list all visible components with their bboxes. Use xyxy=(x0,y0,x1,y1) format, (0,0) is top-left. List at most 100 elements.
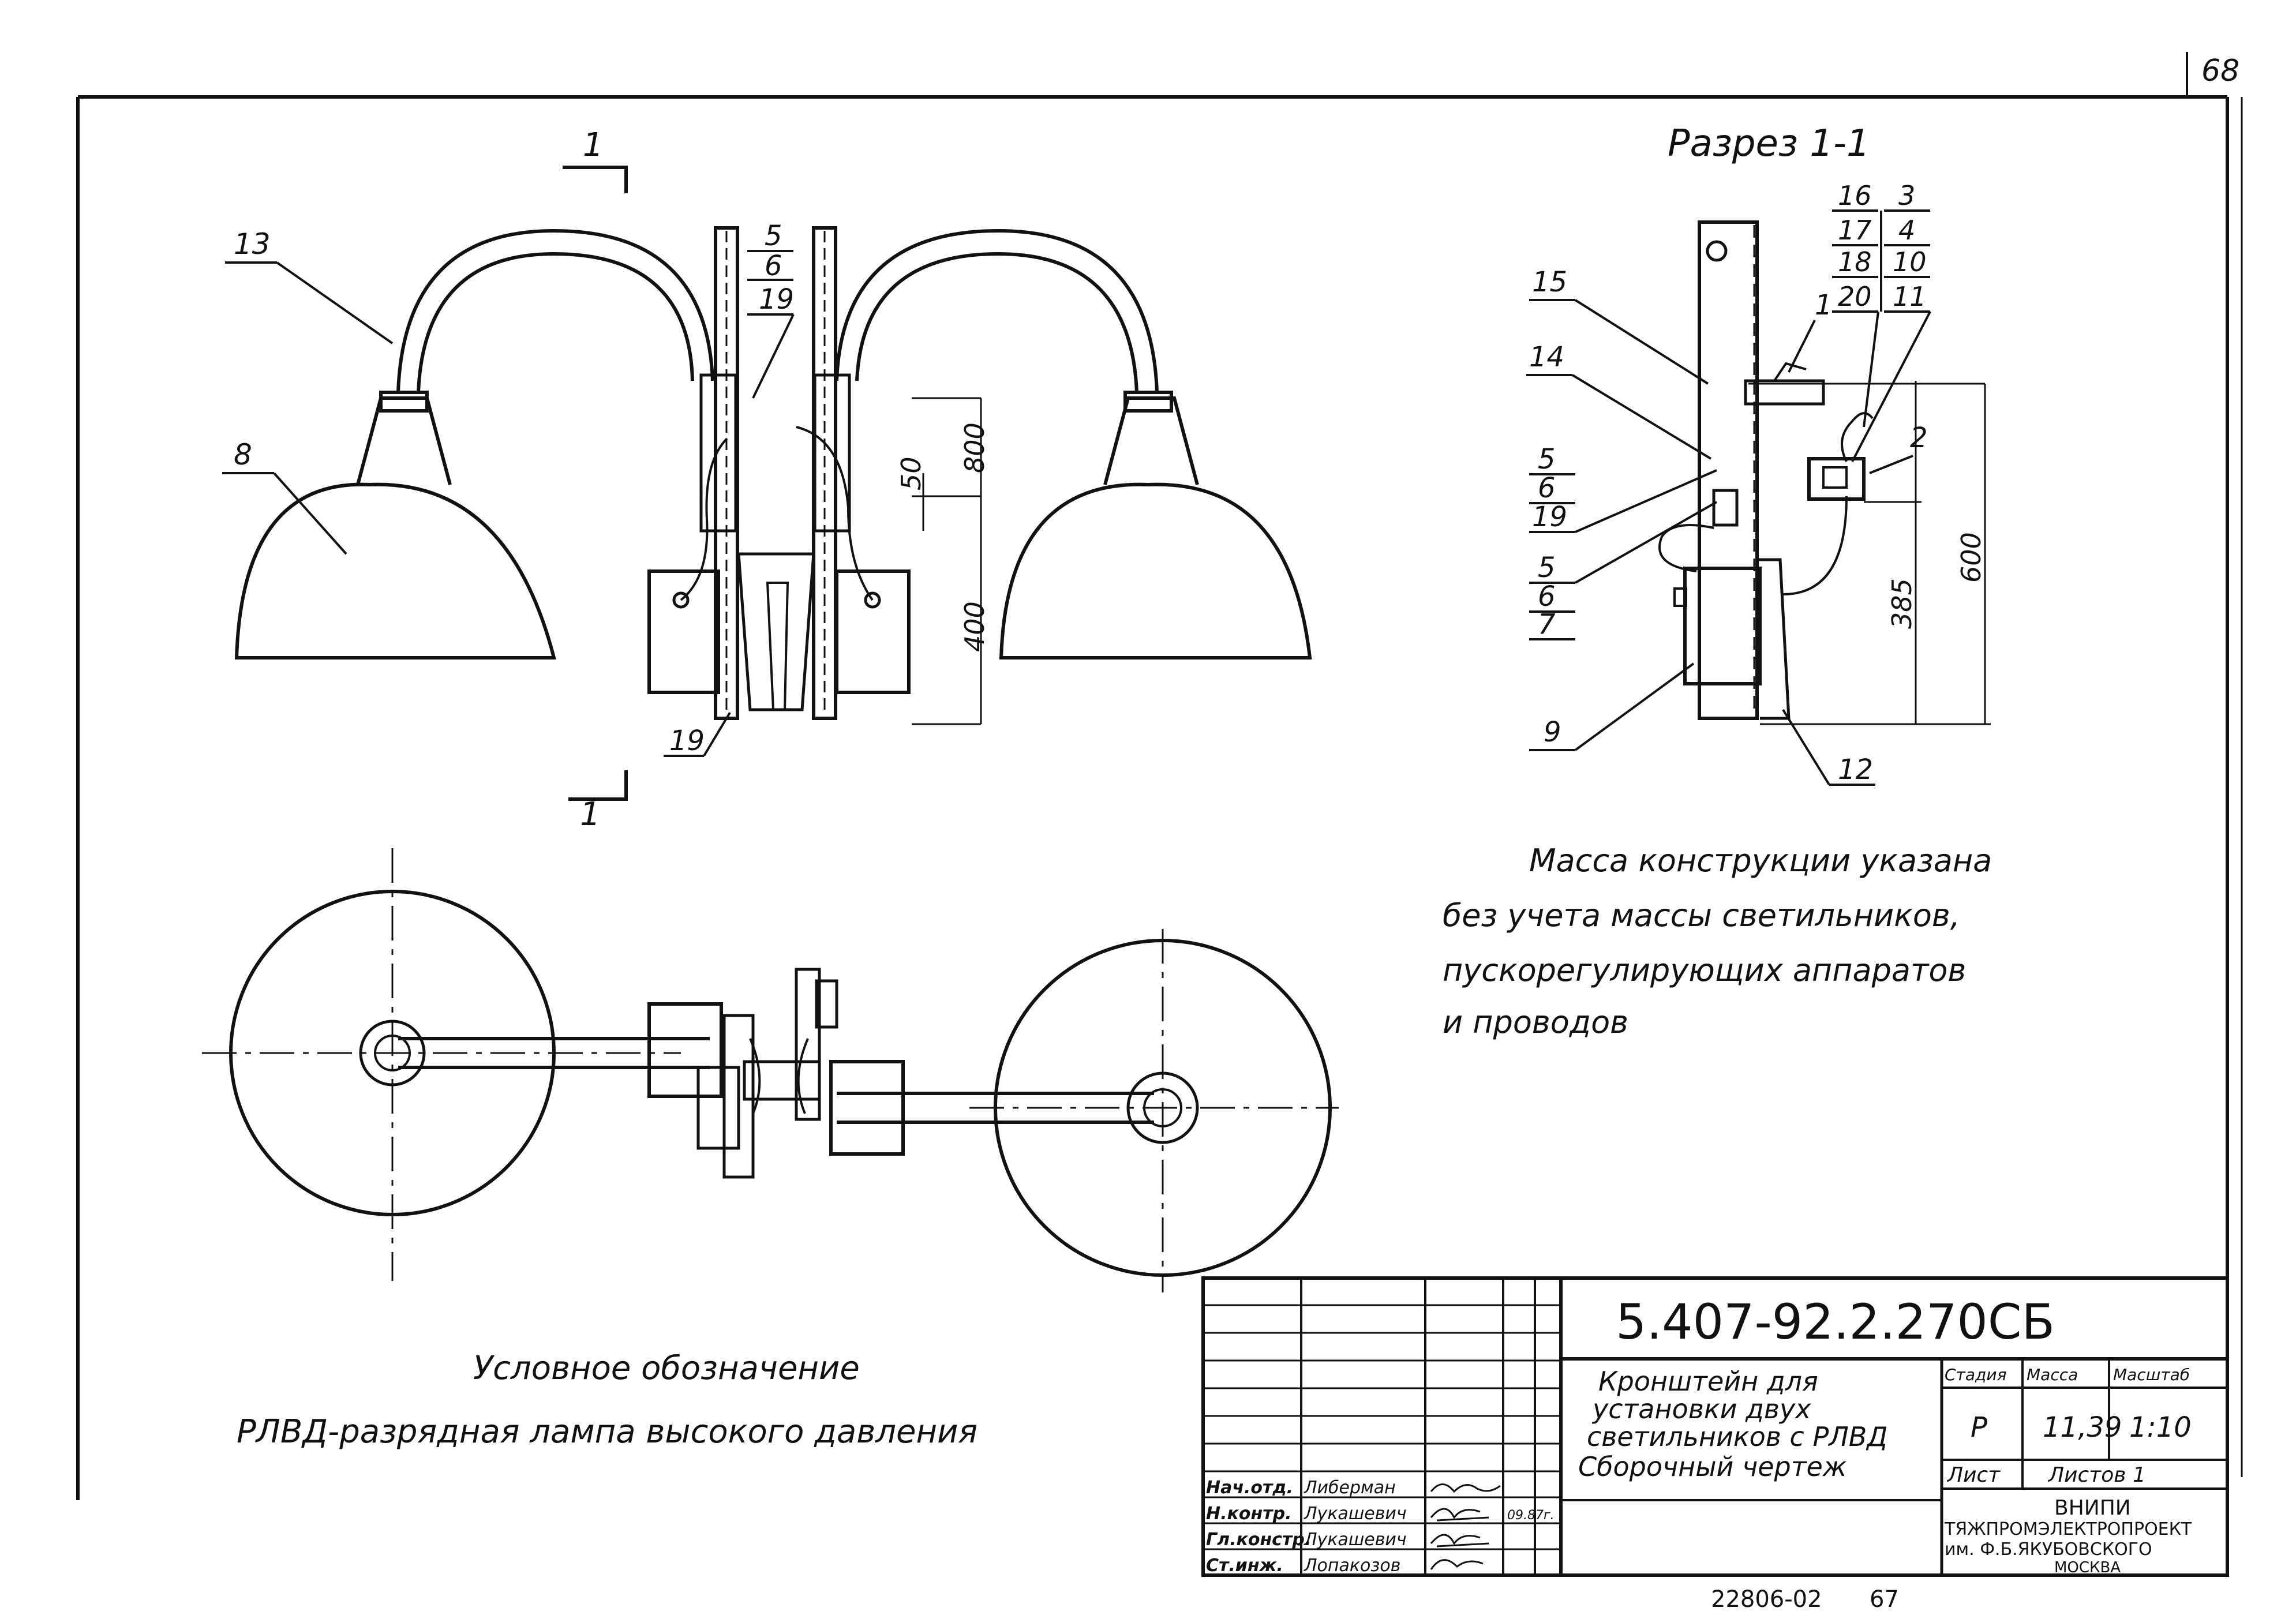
callout-6-a: 6 xyxy=(1538,472,1556,504)
callout-6-front: 6 xyxy=(765,250,782,282)
front-view-leaders xyxy=(222,166,795,801)
plan-right-box xyxy=(829,1060,905,1156)
callout-11: 11 xyxy=(1893,281,1927,312)
sign-date: 09.87г. xyxy=(1507,1508,1555,1523)
callout-12: 12 xyxy=(1838,754,1873,786)
note-line-3: пускорегулирующих аппаратов xyxy=(1443,952,1966,988)
callout-7-b: 7 xyxy=(1538,608,1556,640)
callout-19-front: 19 xyxy=(759,283,794,316)
sheets-label: Листов 1 xyxy=(2047,1463,2146,1487)
section-post xyxy=(1698,220,1759,720)
callout-9: 9 xyxy=(1544,716,1561,748)
name-3: Лукашевич xyxy=(1304,1530,1407,1550)
note-line-1: Масса конструкции указана xyxy=(1529,842,1992,879)
page-number: 68 xyxy=(2201,54,2239,88)
callout-16: 16 xyxy=(1838,180,1872,211)
mass-value: 11,39 xyxy=(2043,1411,2122,1444)
doc-title-2: установки двух xyxy=(1591,1393,1811,1425)
org-line-3: им. Ф.Б.ЯКУБОВСКОГО xyxy=(1945,1539,2152,1560)
callout-19-a: 19 xyxy=(1532,501,1567,533)
name-4: Лопакозов xyxy=(1304,1556,1400,1576)
role-3: Гл.констр. xyxy=(1206,1530,1311,1550)
note-line-2: без учета массы светильников, xyxy=(1443,897,1960,934)
plan-view xyxy=(202,848,1339,1292)
stage-value: Р xyxy=(1971,1411,1987,1444)
doc-title-4: Сборочный чертеж xyxy=(1578,1451,1847,1482)
right-lamp-shade xyxy=(999,482,1312,660)
doc-title-1: Кронштейн для xyxy=(1598,1366,1818,1397)
callout-4: 4 xyxy=(1898,215,1915,246)
section-view xyxy=(1658,220,1991,725)
role-2: Н.контр. xyxy=(1206,1504,1291,1524)
callout-17: 17 xyxy=(1838,215,1872,246)
dim-400: 400 xyxy=(959,601,990,652)
archive-number: 22806-02 xyxy=(1711,1586,1822,1613)
right-ballast-box xyxy=(835,569,911,694)
callout-10: 10 xyxy=(1893,246,1927,278)
plan-right-shade xyxy=(994,939,1332,1277)
plan-left-box xyxy=(647,1002,723,1098)
callout-5-b: 5 xyxy=(1538,552,1556,584)
legend: Условное обозначение РЛВД-разрядная ламп… xyxy=(237,1350,977,1451)
callout-5-front: 5 xyxy=(765,220,782,252)
callout-15: 15 xyxy=(1532,266,1567,298)
callout-14: 14 xyxy=(1529,341,1564,373)
role-4: Ст.инж. xyxy=(1206,1556,1283,1576)
right-lamp-neck xyxy=(1103,396,1199,485)
plan-left-shade xyxy=(229,890,556,1216)
mass-header: Масса xyxy=(2027,1365,2078,1384)
section-labels: 15 14 5 6 19 5 6 7 16 17 18 20 3 4 10 11… xyxy=(1529,180,1987,786)
callout-6-b: 6 xyxy=(1538,580,1556,613)
legend-title: Условное обозначение xyxy=(473,1350,860,1387)
callout-20: 20 xyxy=(1838,281,1872,312)
callout-18: 18 xyxy=(1838,246,1872,278)
org-line-1: ВНИПИ xyxy=(2054,1496,2131,1520)
role-1: Нач.отд. xyxy=(1206,1478,1293,1498)
dim-800: 800 xyxy=(959,422,990,473)
left-lamp-neck xyxy=(356,396,452,485)
section-box-9 xyxy=(1683,567,1762,685)
callout-19-bottom: 19 xyxy=(669,725,705,757)
callout-2: 2 xyxy=(1910,422,1928,454)
left-lamp-socket xyxy=(379,391,429,413)
dim-50: 50 xyxy=(896,456,927,490)
right-arm xyxy=(835,228,1159,393)
section-mark-top: 1 xyxy=(583,126,604,164)
archive-suffix: 67 xyxy=(1870,1586,1899,1613)
right-lamp-socket xyxy=(1123,391,1173,413)
signatures xyxy=(1430,1483,1501,1570)
section-title: Разрез 1-1 xyxy=(1668,122,1870,165)
section-leaders xyxy=(1526,209,1931,786)
callout-5-a: 5 xyxy=(1538,443,1556,475)
scale-value: 1:10 xyxy=(2129,1411,2192,1444)
callout-1-section: 1 xyxy=(1815,289,1833,321)
section-mark-bottom: 1 xyxy=(580,796,601,833)
sheet-label: Лист xyxy=(1946,1463,2001,1487)
callout-8: 8 xyxy=(234,438,252,471)
front-view-labels: 13 8 5 6 19 19 1 1 50 800 400 xyxy=(234,126,990,833)
name-1: Либерман xyxy=(1304,1478,1396,1498)
legend-text: РЛВД-разрядная лампа высокого давления xyxy=(237,1413,977,1451)
left-arm xyxy=(396,228,714,393)
callout-13: 13 xyxy=(234,227,271,261)
front-view xyxy=(234,226,1312,725)
note-line-4: и проводов xyxy=(1443,1004,1628,1040)
title-block-text: 5.407-92.2.270СБ Кронштейн для установки… xyxy=(1206,1294,2192,1576)
section-box-2 xyxy=(1807,457,1866,501)
doc-title-3: светильников с РЛВД xyxy=(1587,1421,1887,1452)
left-ballast-box xyxy=(647,569,720,694)
dim-385: 385 xyxy=(1886,578,1917,629)
callout-3: 3 xyxy=(1898,180,1915,211)
name-2: Лукашевич xyxy=(1304,1504,1407,1524)
left-lamp-shade xyxy=(234,482,556,660)
doc-code: 5.407-92.2.270СБ xyxy=(1616,1294,2055,1350)
org-line-2: ТЯЖПРОМЭЛЕКТРОПРОЕКТ xyxy=(1944,1519,2192,1539)
title-block xyxy=(1201,1276,2229,1577)
dim-600: 600 xyxy=(1956,532,1987,583)
stage-header: Стадия xyxy=(1945,1365,2006,1384)
org-line-4: МОСКВА xyxy=(2054,1559,2121,1576)
scale-header: Масштаб xyxy=(2113,1365,2190,1384)
mass-note: Масса конструкции указана без учета масс… xyxy=(1443,842,1992,1040)
drawing-frame xyxy=(76,52,2243,1575)
